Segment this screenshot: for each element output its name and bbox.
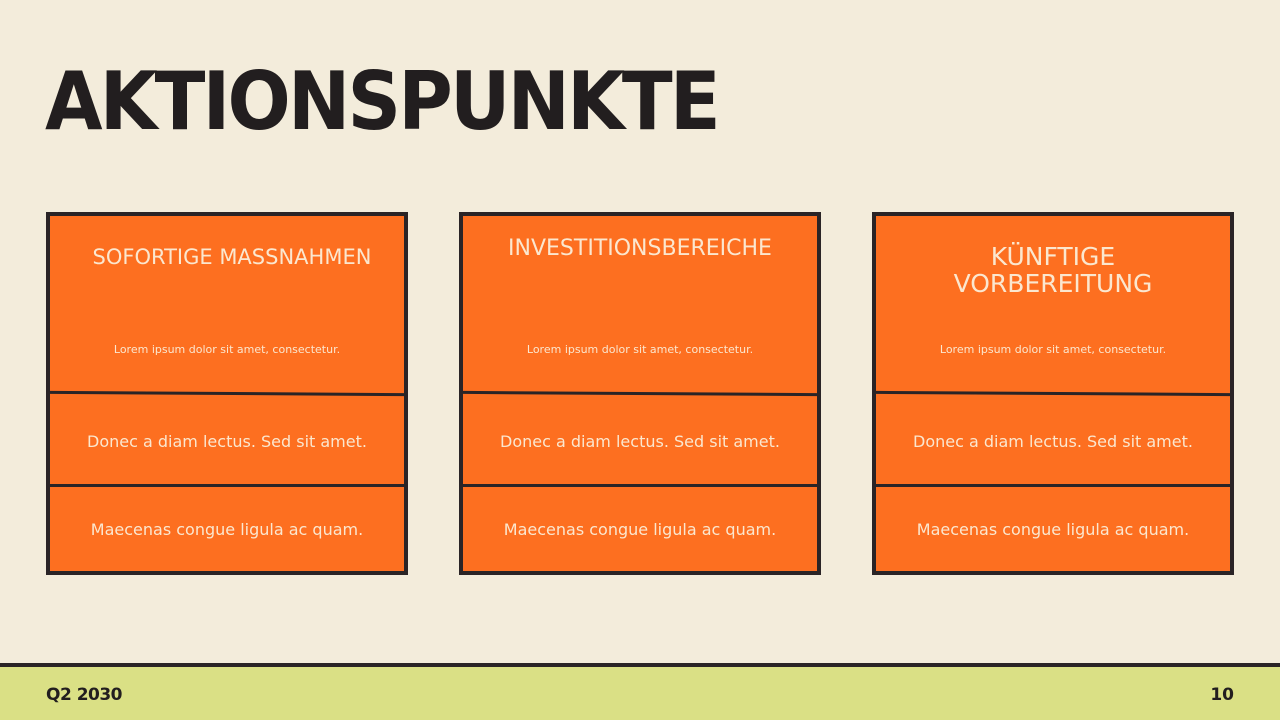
card-divider — [462, 390, 818, 397]
footer-period: Q2 2030 — [46, 685, 123, 705]
card-divider — [49, 390, 405, 397]
card-row: Donec a diam lectus. Sed sit amet. — [500, 432, 780, 451]
card-heading: SOFORTIGE MASSNAHMEN — [92, 245, 372, 269]
card-subtitle: Lorem ipsum dolor sit amet, consectetur. — [939, 343, 1167, 356]
card-divider — [463, 484, 817, 487]
footer-bar: Q2 2030 10 — [0, 663, 1280, 720]
card-immediate-actions: SOFORTIGE MASSNAHMEN Lorem ipsum dolor s… — [46, 212, 408, 575]
card-heading: KÜNFTIGE VORBEREITUNG — [953, 242, 1153, 298]
card-future-preparation: KÜNFTIGE VORBEREITUNG Lorem ipsum dolor … — [872, 212, 1234, 575]
card-divider — [50, 484, 404, 487]
card-row: Maecenas congue ligula ac quam. — [916, 520, 1190, 539]
card-heading: INVESTITIONSBEREICHE — [508, 236, 772, 261]
page-number: 10 — [1210, 685, 1234, 705]
card-row: Donec a diam lectus. Sed sit amet. — [87, 432, 367, 451]
card-subtitle: Lorem ipsum dolor sit amet, consectetur. — [526, 343, 754, 356]
card-divider — [876, 484, 1230, 487]
card-subtitle: Lorem ipsum dolor sit amet, consectetur. — [113, 343, 341, 356]
slide-title: AKTIONSPUNKTE — [45, 55, 721, 148]
card-row: Maecenas congue ligula ac quam. — [503, 520, 777, 539]
card-row: Maecenas congue ligula ac quam. — [90, 520, 364, 539]
card-investment-areas: INVESTITIONSBEREICHE Lorem ipsum dolor s… — [459, 212, 821, 575]
card-row: Donec a diam lectus. Sed sit amet. — [913, 432, 1193, 451]
card-divider — [875, 390, 1231, 397]
